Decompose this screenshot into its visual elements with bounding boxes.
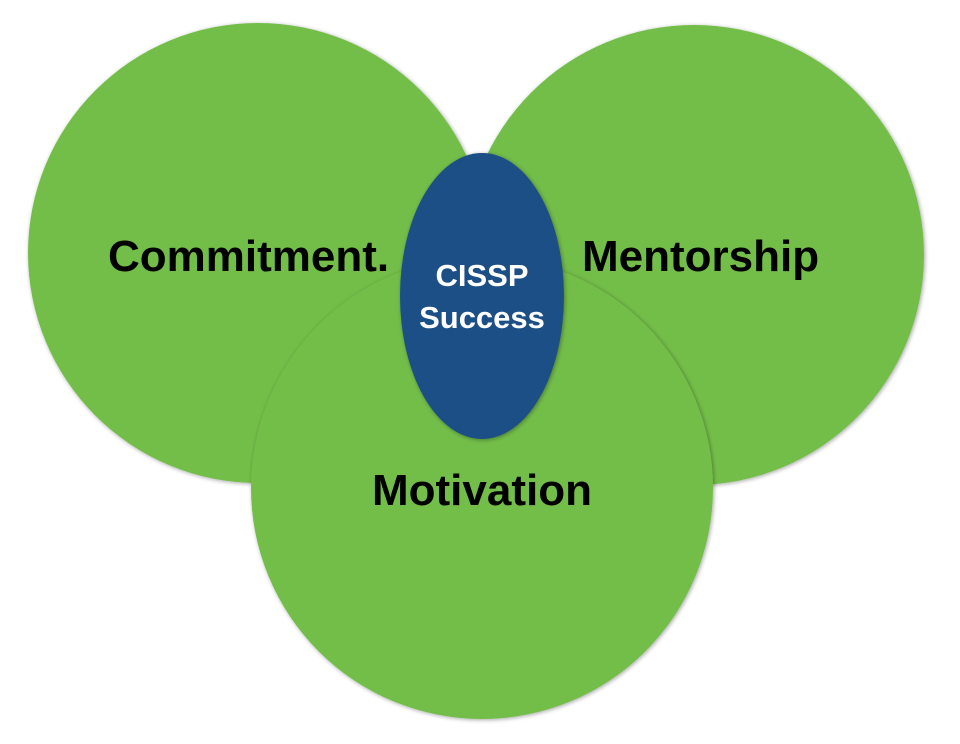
center-label-line1: CISSP <box>435 258 528 293</box>
center-label-line2: Success <box>419 300 545 335</box>
center-ellipse <box>400 153 564 439</box>
commitment-label: Commitment. <box>108 232 389 281</box>
motivation-circle <box>251 257 713 719</box>
motivation-label: Motivation <box>372 466 592 515</box>
mentorship-label: Mentorship <box>582 232 819 281</box>
